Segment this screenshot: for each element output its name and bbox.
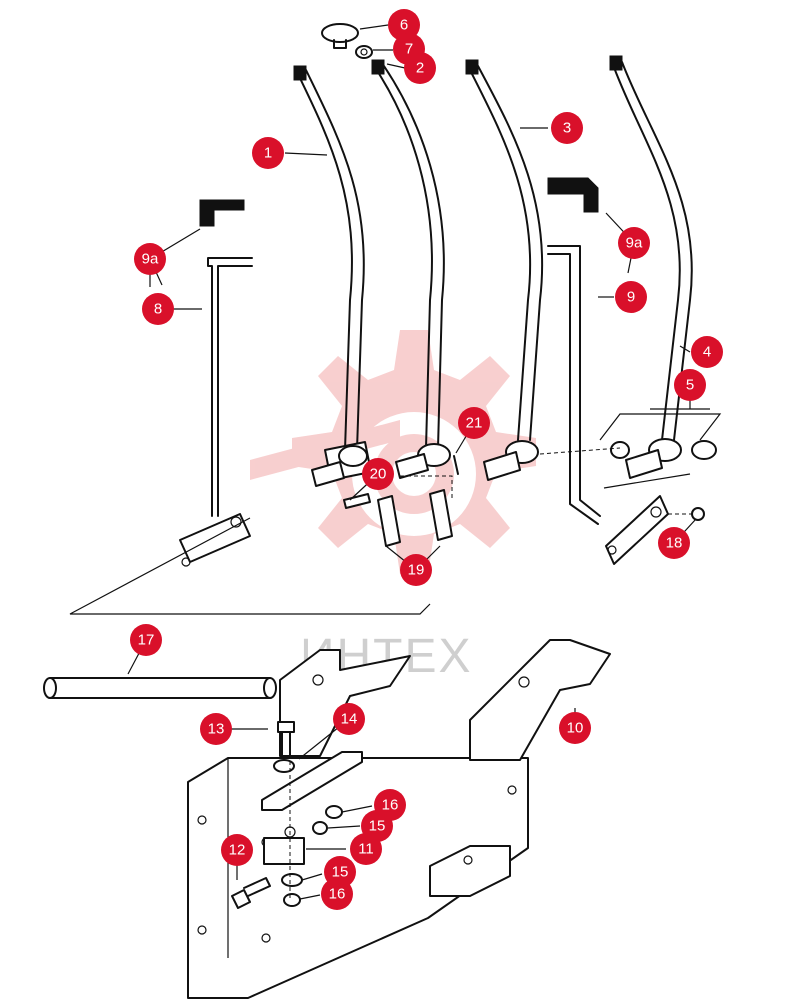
callout-19: 19 <box>400 554 432 586</box>
assembly-line <box>603 473 691 489</box>
svg-text:9: 9 <box>627 289 635 306</box>
rod-8 <box>179 257 253 567</box>
svg-text:11: 11 <box>358 841 374 858</box>
svg-text:14: 14 <box>341 711 358 728</box>
nut-part <box>355 45 373 59</box>
svg-text:3: 3 <box>563 120 571 137</box>
block-11 <box>263 837 305 865</box>
svg-text:10: 10 <box>567 720 584 737</box>
link-left <box>377 495 401 547</box>
nut-part <box>691 507 705 521</box>
svg-text:6: 6 <box>400 17 408 34</box>
lever-1 <box>293 65 372 487</box>
grip-left <box>199 199 245 227</box>
lever-4 <box>599 55 722 479</box>
callout-16-bottom: 16 <box>321 878 353 910</box>
svg-text:17: 17 <box>138 632 155 649</box>
assembly-line <box>69 517 431 615</box>
bolt-12 <box>231 877 271 909</box>
lever-3 <box>465 59 544 481</box>
svg-text:12: 12 <box>229 842 246 859</box>
svg-text:13: 13 <box>208 721 225 738</box>
pin-part <box>343 493 371 509</box>
callout-9a-right: 9a <box>618 227 650 259</box>
callout-17: 17 <box>130 624 162 656</box>
callout-20: 20 <box>362 458 394 490</box>
svg-text:19: 19 <box>408 562 425 579</box>
callout-3: 3 <box>551 112 583 144</box>
callout-9: 9 <box>615 281 647 313</box>
svg-text:1: 1 <box>264 145 272 162</box>
svg-text:7: 7 <box>405 41 413 58</box>
assembly-line <box>400 475 453 500</box>
svg-text:15: 15 <box>369 818 386 835</box>
svg-text:5: 5 <box>686 377 694 394</box>
svg-text:16: 16 <box>382 797 399 814</box>
knob-part <box>321 23 359 49</box>
frame-10 <box>187 639 611 999</box>
nut-part <box>283 893 301 907</box>
assembly-line <box>539 447 621 455</box>
svg-text:4: 4 <box>703 344 711 361</box>
rod-9 <box>547 245 669 565</box>
clip-part <box>453 455 459 475</box>
svg-text:9a: 9a <box>142 251 159 268</box>
callout-16-top: 16 <box>374 789 406 821</box>
plate-14 <box>261 751 363 811</box>
svg-text:16: 16 <box>329 886 346 903</box>
callout-12: 12 <box>221 834 253 866</box>
callout-7: 7 <box>393 33 425 65</box>
svg-text:18: 18 <box>666 535 683 552</box>
svg-text:2: 2 <box>416 60 424 77</box>
svg-text:20: 20 <box>370 466 387 483</box>
washer-part <box>312 821 328 835</box>
callout-6: 6 <box>388 9 420 41</box>
svg-text:15: 15 <box>332 864 349 881</box>
callout-8: 8 <box>142 293 174 325</box>
svg-text:21: 21 <box>466 415 483 432</box>
grip-right <box>547 177 599 213</box>
callout-14: 14 <box>333 703 365 735</box>
callout-1: 1 <box>252 137 284 169</box>
link-right <box>429 489 453 541</box>
washer-part <box>281 873 303 887</box>
svg-text:8: 8 <box>154 301 162 318</box>
callout-9a-left: 9a <box>134 243 166 275</box>
callout-4: 4 <box>691 336 723 368</box>
svg-text:9a: 9a <box>626 235 643 252</box>
callout-18: 18 <box>658 527 690 559</box>
shaft-17 <box>43 677 277 699</box>
washer-part <box>273 759 295 773</box>
callout-21: 21 <box>458 407 490 439</box>
nut-part <box>325 805 343 819</box>
callout-5: 5 <box>674 369 706 401</box>
callout-13: 13 <box>200 713 232 745</box>
callout-10: 10 <box>559 712 591 744</box>
lever-2 <box>371 59 451 479</box>
